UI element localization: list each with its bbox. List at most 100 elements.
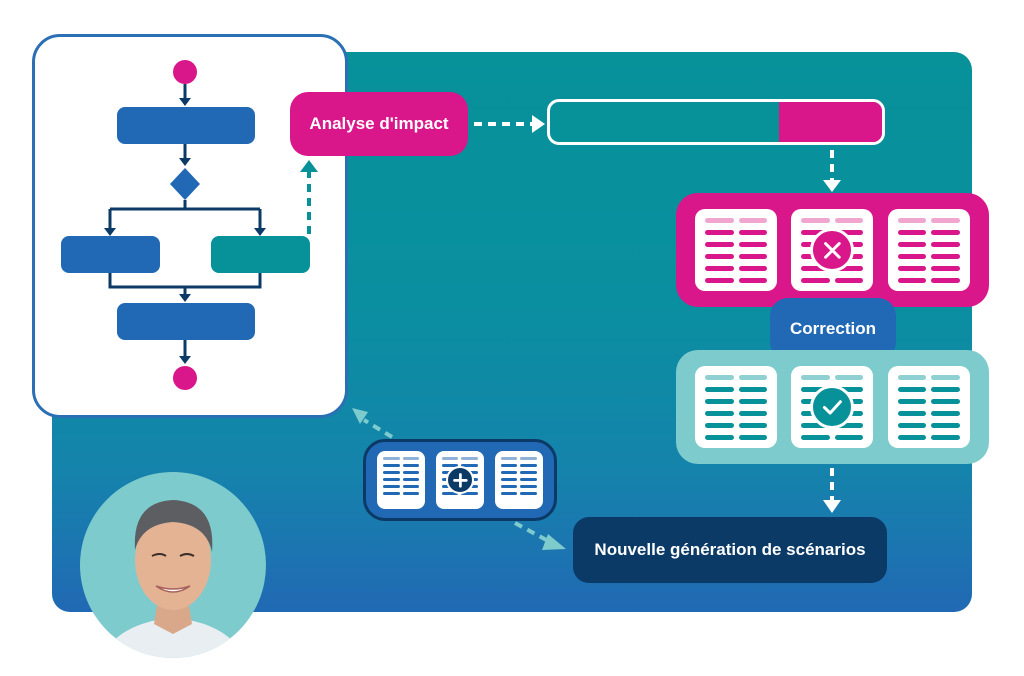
document-line [461,464,478,467]
document-line [738,254,768,259]
document-line [834,375,864,380]
new-generation-label: Nouvelle génération de scénarios [594,540,866,559]
document-line [801,375,830,380]
document-line [738,399,768,404]
flow-start-node [173,60,197,84]
document-line [383,492,400,495]
document-line [383,457,400,460]
document-line [738,411,768,416]
flow-branch-lines [108,200,262,228]
corrected-scenarios-group [676,350,989,464]
document-line [738,375,768,380]
new-generation-node: Nouvelle génération de scénarios [573,517,887,583]
document-line [834,387,864,392]
document-line [931,254,960,259]
document-line [705,423,734,428]
document-line [500,457,518,460]
cross-icon [810,228,855,272]
document-line [705,230,734,235]
document-line [705,387,734,392]
document-line [738,278,768,283]
flow-arrowhead [179,98,191,106]
document-line [931,266,960,271]
document-line [897,375,927,380]
flow-merge-step [117,303,255,340]
plus-icon [445,466,474,494]
document-line [834,423,864,428]
document-line [897,435,927,440]
document-line [705,254,734,259]
document-line [801,230,830,235]
scenario-document [435,451,484,509]
document-line [897,230,927,235]
document-line [383,464,400,467]
scenario-document [494,451,543,509]
document-line [461,457,478,460]
document-line [897,266,927,271]
document-line [897,423,927,428]
correction-label: Correction [790,319,876,338]
document-line [897,399,927,404]
flow-arrowhead [179,356,191,364]
document-line [738,230,768,235]
document-line [801,423,830,428]
document-line [834,266,864,271]
document-line [383,471,400,474]
document-line [897,242,927,247]
document-line [931,375,960,380]
document-line [738,423,768,428]
document-line [931,411,960,416]
connector-newgroup-to-generation [514,521,553,545]
document-line [441,464,459,467]
document-line [402,478,420,481]
document-line [500,464,518,467]
connector-arrowhead [352,408,368,424]
document-line [897,218,927,223]
connector-arrowhead [823,180,841,192]
document-line [705,375,734,380]
scenario-document [695,209,778,291]
document-line [520,485,537,488]
document-line [520,457,537,460]
connector-arrowhead [542,534,566,550]
document-line [461,492,478,495]
document-line [738,387,768,392]
document-line [705,278,734,283]
document-line [520,492,537,495]
document-line [441,457,459,460]
scenario-document [887,209,970,291]
document-line [402,457,420,460]
impact-progress-fill [779,102,882,142]
document-line [500,485,518,488]
flow-branch-right-impacted [211,236,310,273]
document-line [383,478,400,481]
document-line [801,435,830,440]
connector-newgroup-to-flowchart [362,418,394,439]
scenario-document [791,209,874,291]
impact-analysis-node: Analyse d'impact [290,92,468,156]
document-line [897,411,927,416]
document-line [402,464,420,467]
document-line [738,242,768,247]
document-line [441,492,459,495]
flow-end-node [173,366,197,390]
flow-arrowhead [179,158,191,166]
document-line [897,254,927,259]
document-line [520,478,537,481]
document-line [931,218,960,223]
document-line [931,399,960,404]
document-line [931,230,960,235]
document-line [705,399,734,404]
impact-progress-bar [547,99,885,145]
document-line [520,471,537,474]
document-line [705,242,734,247]
connector-arrowhead [532,115,545,133]
new-scenarios-group [363,439,557,521]
flow-arrowhead [179,294,191,302]
correction-node: Correction [770,298,896,360]
document-line [801,218,830,223]
document-line [738,435,768,440]
document-line [834,218,864,223]
document-line [738,266,768,271]
